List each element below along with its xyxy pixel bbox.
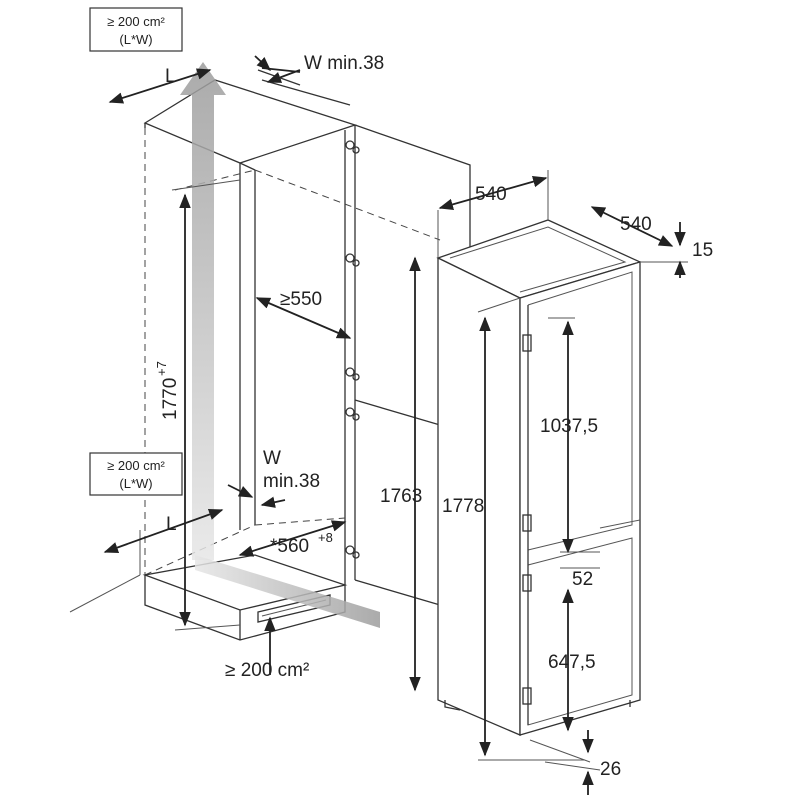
plinth-area-label: ≥ 200 cm²: [225, 660, 309, 681]
appliance-depth-label: 540: [620, 214, 652, 235]
bottom-gap-min: min.38: [263, 471, 320, 492]
appliance-width-label: 540: [475, 184, 507, 205]
niche-height-tolerance: +7: [154, 361, 169, 376]
niche-width-label: *560: [270, 536, 309, 557]
bottom-vent-area-box: ≥ 200 cm² (L*W): [89, 452, 183, 496]
door-gap-label: 52: [572, 569, 593, 590]
appliance-height-label: 1778: [442, 496, 484, 517]
bottom-length-label: L: [166, 514, 177, 535]
door-height-label: 1763: [380, 486, 422, 507]
top-vent-area-box: ≥ 200 cm² (L*W): [89, 7, 183, 52]
niche-height-group: 1770 +7: [154, 361, 181, 420]
appliance: [436, 219, 642, 736]
upper-door-label: 1037,5: [540, 416, 598, 437]
airflow-arrows: [180, 62, 380, 628]
niche-height-label: 1770: [160, 378, 181, 420]
bottom-gap-w: W: [263, 448, 281, 469]
bottom-area-line2: (L*W): [119, 476, 152, 491]
hinge-icon: [345, 140, 360, 559]
bottom-offset-label: 26: [600, 759, 621, 780]
top-offset-label: 15: [692, 240, 713, 261]
top-gap-label: W min.38: [304, 53, 384, 74]
top-area-line2: (L*W): [119, 32, 152, 47]
top-length-label: L: [165, 66, 176, 87]
niche-width-tolerance: +8: [318, 530, 333, 545]
lower-door-label: 647,5: [548, 652, 596, 673]
top-area-line1: ≥ 200 cm²: [107, 14, 165, 29]
bottom-area-line1: ≥ 200 cm²: [107, 458, 165, 473]
niche-depth-label: ≥550: [280, 289, 322, 310]
